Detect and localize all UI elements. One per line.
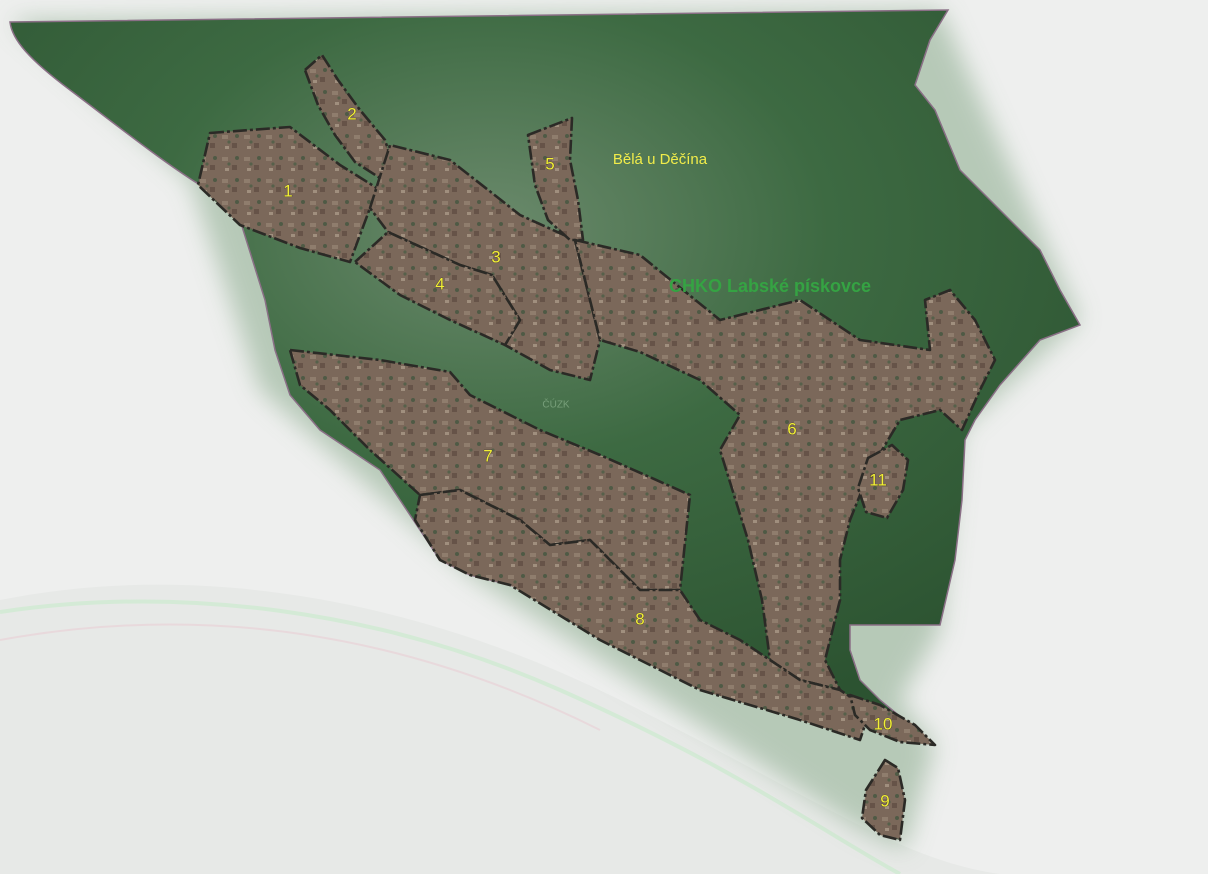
- protected-area-label: CHKO Labské pískovce: [669, 276, 871, 296]
- lowland-area: [0, 584, 1000, 874]
- district-8-area[interactable]: [413, 488, 872, 742]
- district-label-9[interactable]: 9: [880, 791, 890, 811]
- district-labels: 1 2 3 4 5 6 7 8 9 10 11: [283, 104, 893, 811]
- district-label-4[interactable]: 4: [435, 274, 445, 294]
- district-1-area[interactable]: [196, 125, 390, 264]
- district-label-1[interactable]: 1: [283, 181, 293, 201]
- road-line: [0, 623, 601, 731]
- district-4-area[interactable]: [353, 230, 522, 347]
- watermark-label: ČÚZK: [542, 398, 570, 411]
- district-label-5[interactable]: 5: [545, 154, 555, 174]
- district-label-3[interactable]: 3: [491, 247, 501, 267]
- district-5-area[interactable]: [526, 116, 585, 242]
- district-label-6[interactable]: 6: [787, 419, 797, 439]
- district-3-area[interactable]: [368, 143, 602, 382]
- district-boundaries: [196, 53, 997, 842]
- river-line: [0, 599, 901, 874]
- district-10-area[interactable]: [848, 693, 937, 747]
- district-label-10[interactable]: 10: [873, 714, 893, 734]
- district-label-11[interactable]: 11: [869, 470, 887, 490]
- district-label-7[interactable]: 7: [483, 446, 493, 466]
- district-label-2[interactable]: 2: [347, 104, 357, 124]
- district-11-area[interactable]: [856, 443, 910, 520]
- place-name-label: Bělá u Děčína: [613, 151, 708, 168]
- district-9-area[interactable]: [860, 758, 907, 842]
- district-label-8[interactable]: 8: [635, 609, 645, 629]
